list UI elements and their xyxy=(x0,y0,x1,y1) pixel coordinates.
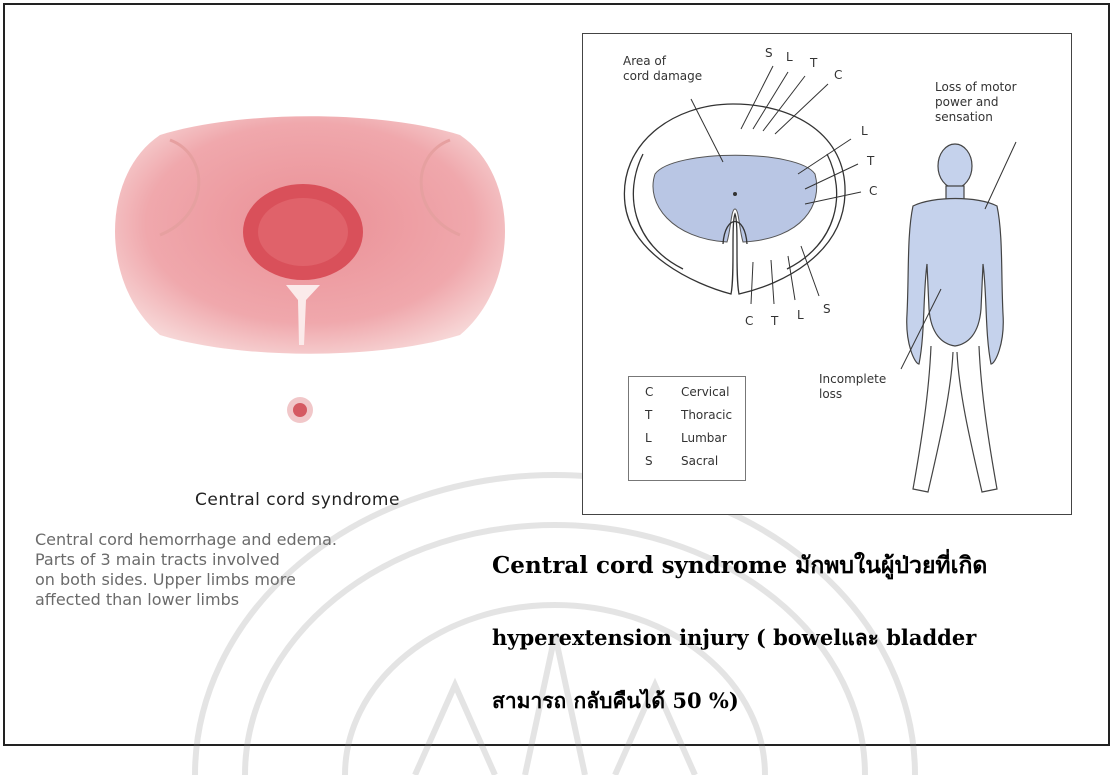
area-damage-line-1: Area of xyxy=(623,54,702,69)
incomplete-loss-line-2: loss xyxy=(819,387,886,402)
right-letter-t: T xyxy=(867,154,874,169)
legend-value: Cervical xyxy=(681,385,729,399)
central-cord-illustration xyxy=(100,95,520,435)
legend-value: Lumbar xyxy=(681,431,727,445)
incomplete-loss-label: Incomplete loss xyxy=(819,372,886,402)
bottom-letter-c: C xyxy=(745,314,753,329)
area-damage-line-2: cord damage xyxy=(623,69,702,84)
top-letter-c: C xyxy=(834,68,842,83)
legend-value: Sacral xyxy=(681,454,718,468)
caption-title: Central cord syndrome xyxy=(195,490,400,510)
incomplete-loss-line-1: Incomplete xyxy=(819,372,886,387)
bottom-letter-s: S xyxy=(823,302,831,317)
caption-body: Central cord hemorrhage and edema. Parts… xyxy=(35,530,455,610)
slide-frame: Central cord syndrome Central cord hemor… xyxy=(3,3,1110,746)
caption-line: on both sides. Upper limbs more xyxy=(35,570,455,590)
right-letter-c: C xyxy=(869,184,877,199)
spinal-cord-diagram: Area of cord damage S L T C L T C C T L … xyxy=(582,33,1072,515)
motor-loss-line-2: power and xyxy=(935,95,1017,110)
legend-key: C xyxy=(645,385,653,399)
top-letter-t: T xyxy=(810,56,817,71)
motor-loss-label: Loss of motor power and sensation xyxy=(935,80,1017,125)
legend-key: L xyxy=(645,431,652,445)
note-line-2: hyperextension injury ( bowelและ bladder xyxy=(492,622,976,655)
motor-loss-line-1: Loss of motor xyxy=(935,80,1017,95)
caption-line: affected than lower limbs xyxy=(35,590,455,610)
top-letter-l: L xyxy=(786,50,793,65)
legend-key: T xyxy=(645,408,652,422)
caption-line: Parts of 3 main tracts involved xyxy=(35,550,455,570)
area-damage-label: Area of cord damage xyxy=(623,54,702,84)
note-line-1: Central cord syndrome มักพบในผู้ป่วยที่เ… xyxy=(492,548,987,584)
motor-loss-line-3: sensation xyxy=(935,110,1017,125)
legend-value: Thoracic xyxy=(681,408,732,422)
top-letter-s: S xyxy=(765,46,773,61)
note-line-3: สามารถ กลับคืนได้ 50 %) xyxy=(492,685,739,718)
bottom-letter-t: T xyxy=(771,314,778,329)
bottom-letter-l: L xyxy=(797,308,804,323)
right-letter-l: L xyxy=(861,124,868,139)
caption-line: Central cord hemorrhage and edema. xyxy=(35,530,455,550)
diagram-legend: C Cervical T Thoracic L Lumbar S Sacral xyxy=(628,376,746,481)
legend-key: S xyxy=(645,454,653,468)
